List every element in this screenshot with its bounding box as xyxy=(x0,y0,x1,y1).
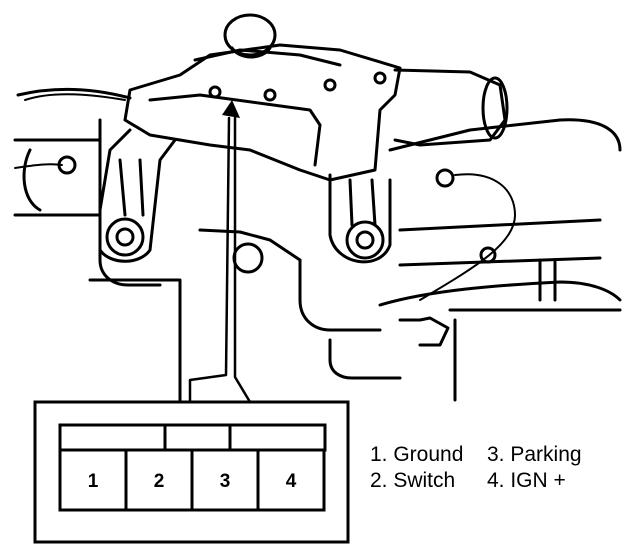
body-panel-outline xyxy=(16,87,132,100)
mounting-knob xyxy=(223,13,277,57)
connector-pin-label: 1 xyxy=(88,471,99,492)
left-bracket xyxy=(98,128,177,263)
connector-pin-label: 4 xyxy=(286,471,297,492)
right-bracket xyxy=(328,173,392,264)
legend-item-1: 1. Ground xyxy=(370,443,464,466)
legend-item-2: 2. Switch xyxy=(370,469,456,492)
connector-pin-4 xyxy=(256,448,326,512)
motor-housing xyxy=(123,43,402,182)
legend-item-3: 3. Parking xyxy=(487,443,582,466)
callout-leader xyxy=(188,116,231,404)
legend-item-4: 4. IGN + xyxy=(487,469,566,492)
connector-pin-label: 2 xyxy=(154,471,165,492)
connector-housing xyxy=(33,400,350,544)
connector-pin-label: 3 xyxy=(220,471,231,492)
connector-key-strip xyxy=(58,423,327,452)
